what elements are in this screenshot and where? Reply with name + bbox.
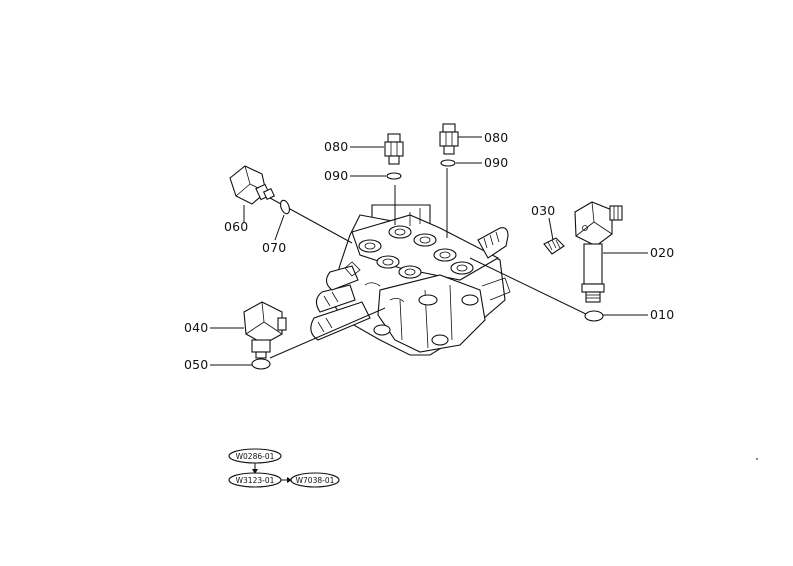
ref-label-2: W3123-01 <box>236 476 275 485</box>
label-080-right: 080 <box>484 130 508 145</box>
ref-label-3: W7038-01 <box>296 476 335 485</box>
o-ring-010 <box>584 310 604 322</box>
fitting-080-left <box>384 133 404 165</box>
solenoid-040 <box>243 301 287 359</box>
label-040: 040 <box>184 320 208 335</box>
label-070: 070 <box>262 240 286 255</box>
part-labels: 010 020 030 040 050 060 070 080 080 090 … <box>184 130 674 372</box>
label-020: 020 <box>650 245 674 260</box>
label-010: 010 <box>650 307 674 322</box>
plug-030 <box>543 237 565 255</box>
label-060: 060 <box>224 219 248 234</box>
o-ring-070 <box>279 199 291 215</box>
label-090-right: 090 <box>484 155 508 170</box>
scan-speck <box>756 458 758 460</box>
solenoid-060 <box>229 165 276 205</box>
ref-label-1: W0286-01 <box>236 452 275 461</box>
o-ring-050 <box>251 358 271 370</box>
o-ring-090-left <box>386 172 402 180</box>
ref-oval-3 <box>290 472 340 488</box>
label-030: 030 <box>531 203 555 218</box>
elbow-020 <box>574 201 623 303</box>
reference-flow: W0286-01 W3123-01 W7038-01 <box>228 448 340 488</box>
leader-lines <box>210 136 648 366</box>
control-valve-body <box>310 204 511 356</box>
fitting-080-right <box>439 123 459 155</box>
label-080-left: 080 <box>324 139 348 154</box>
label-050: 050 <box>184 357 208 372</box>
label-090-left: 090 <box>324 168 348 183</box>
o-ring-090-right <box>440 159 456 167</box>
